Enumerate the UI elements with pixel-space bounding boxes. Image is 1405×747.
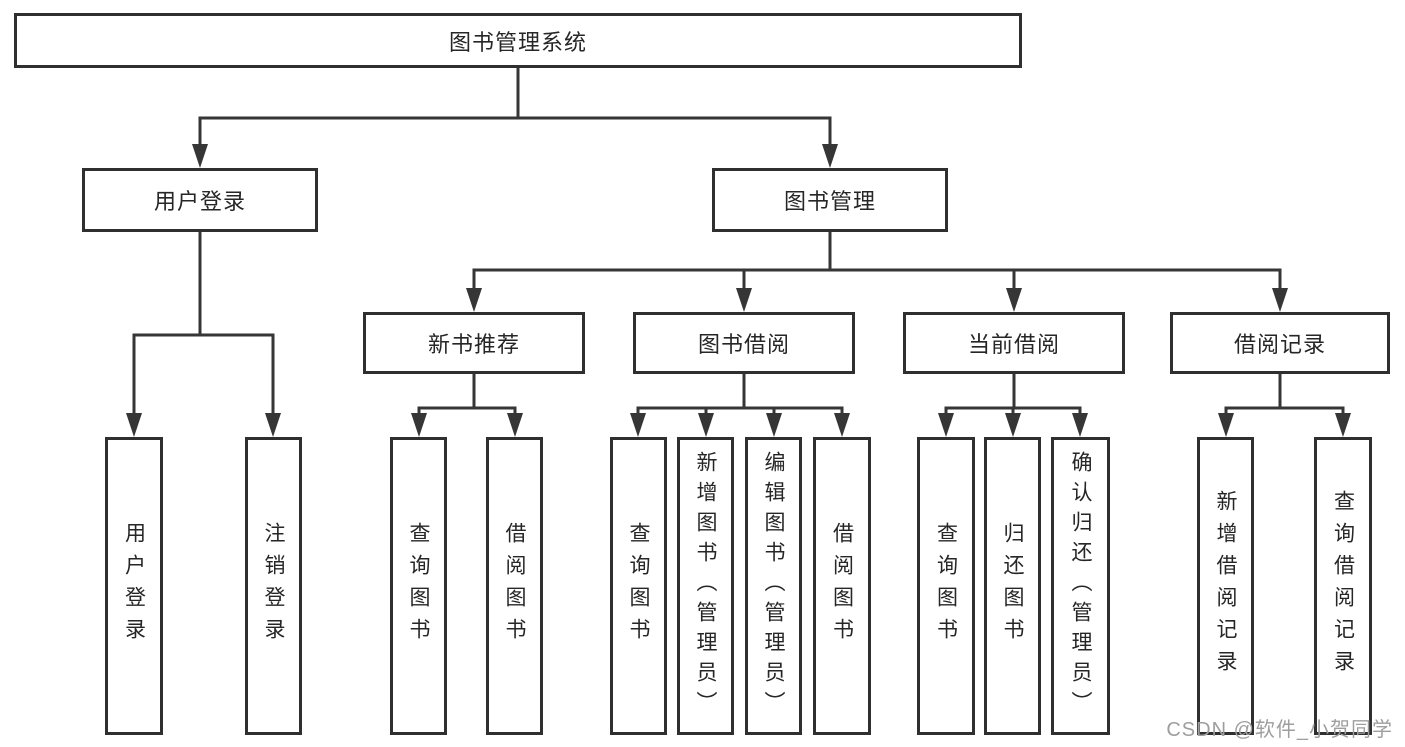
- connector-line: [472, 268, 1282, 291]
- connector-records-children: [1218, 374, 1351, 437]
- node-label: 查询图书: [934, 522, 958, 650]
- node-label: 借阅图书: [830, 522, 854, 650]
- node-leaf-search-books-3: 查询图书: [917, 437, 975, 735]
- arrowhead: [507, 413, 523, 437]
- node-label: 新书推荐: [427, 332, 520, 357]
- arrowhead: [766, 413, 782, 437]
- node-book-borrowing: 图书借阅: [633, 312, 855, 374]
- connector-line: [944, 406, 1082, 416]
- node-label: 图书管理系统: [448, 29, 587, 55]
- node-leaf-user-login: 用户登录: [105, 437, 163, 735]
- node-label: 编辑图书（管理员）: [762, 451, 785, 721]
- node-current-borrowing: 当前借阅: [903, 312, 1125, 374]
- node-leaf-borrow-books-2: 借阅图书: [813, 437, 871, 735]
- node-leaf-search-books-2: 查询图书: [610, 437, 667, 735]
- node-label: 借阅记录: [1233, 332, 1326, 357]
- node-label: 确认归还（管理员）: [1069, 451, 1092, 721]
- connector-borrowing-children: [630, 374, 850, 437]
- connector-line: [417, 406, 517, 416]
- connector-newbooks-children: [411, 374, 523, 437]
- node-label: 借阅图书: [503, 522, 526, 650]
- node-label: 用户登录: [122, 522, 146, 650]
- node-label: 查询图书: [627, 522, 650, 650]
- arrowhead: [1006, 288, 1022, 312]
- arrowhead: [1335, 413, 1351, 437]
- connector-userlogin-children: [126, 232, 281, 437]
- node-leaf-edit-books-admin: 编辑图书（管理员）: [745, 437, 802, 735]
- node-label: 新增图书（管理员）: [694, 451, 717, 721]
- node-leaf-add-borrow-record: 新增借阅记录: [1197, 437, 1254, 735]
- arrowhead: [466, 288, 482, 312]
- arrowhead: [1218, 413, 1234, 437]
- node-label: 归还图书: [1001, 522, 1024, 650]
- arrowhead: [192, 144, 208, 168]
- connector-line: [636, 406, 844, 416]
- arrowhead: [126, 413, 142, 437]
- node-leaf-logout: 注销登录: [245, 437, 302, 735]
- arrowhead: [265, 413, 281, 437]
- node-label: 用户登录: [153, 189, 246, 214]
- node-user-login-branch: 用户登录: [82, 168, 318, 232]
- arrowhead: [1005, 413, 1021, 437]
- connector-root-to-level2: [192, 68, 838, 168]
- watermark: CSDN @软件_小贺同学: [1166, 719, 1393, 741]
- node-leaf-borrow-books-1: 借阅图书: [486, 437, 543, 735]
- arrowhead: [630, 413, 646, 437]
- node-label: 当前借阅: [967, 332, 1060, 357]
- arrowhead: [1272, 288, 1288, 312]
- arrowhead: [822, 144, 838, 168]
- node-leaf-confirm-return-admin: 确认归还（管理员）: [1051, 437, 1110, 735]
- arrowhead: [698, 413, 714, 437]
- connector-line: [132, 333, 275, 416]
- node-label: 新增借阅记录: [1214, 490, 1237, 682]
- node-label: 图书管理: [783, 189, 876, 214]
- arrowhead: [834, 413, 850, 437]
- node-book-management: 图书管理: [712, 168, 948, 232]
- node-label: 图书借阅: [697, 332, 790, 357]
- node-label: 查询图书: [407, 522, 430, 650]
- connector-line: [198, 116, 832, 146]
- arrowhead: [736, 288, 752, 312]
- node-library-management-system: 图书管理系统: [14, 13, 1022, 68]
- arrowhead: [1072, 413, 1088, 437]
- node-new-book-recommend: 新书推荐: [363, 312, 585, 374]
- arrowhead: [411, 413, 427, 437]
- node-leaf-return-books: 归还图书: [984, 437, 1041, 735]
- connector-bookmgmt-to-level3: [466, 232, 1288, 312]
- connector-line: [1224, 406, 1345, 416]
- node-leaf-search-borrow-record: 查询借阅记录: [1314, 437, 1372, 735]
- connector-current-children: [938, 374, 1088, 437]
- node-label: 查询借阅记录: [1331, 490, 1355, 682]
- node-borrow-records: 借阅记录: [1170, 312, 1390, 374]
- arrowhead: [938, 413, 954, 437]
- node-leaf-search-books-1: 查询图书: [390, 437, 447, 735]
- node-label: 注销登录: [262, 522, 285, 650]
- node-leaf-add-books-admin: 新增图书（管理员）: [677, 437, 734, 735]
